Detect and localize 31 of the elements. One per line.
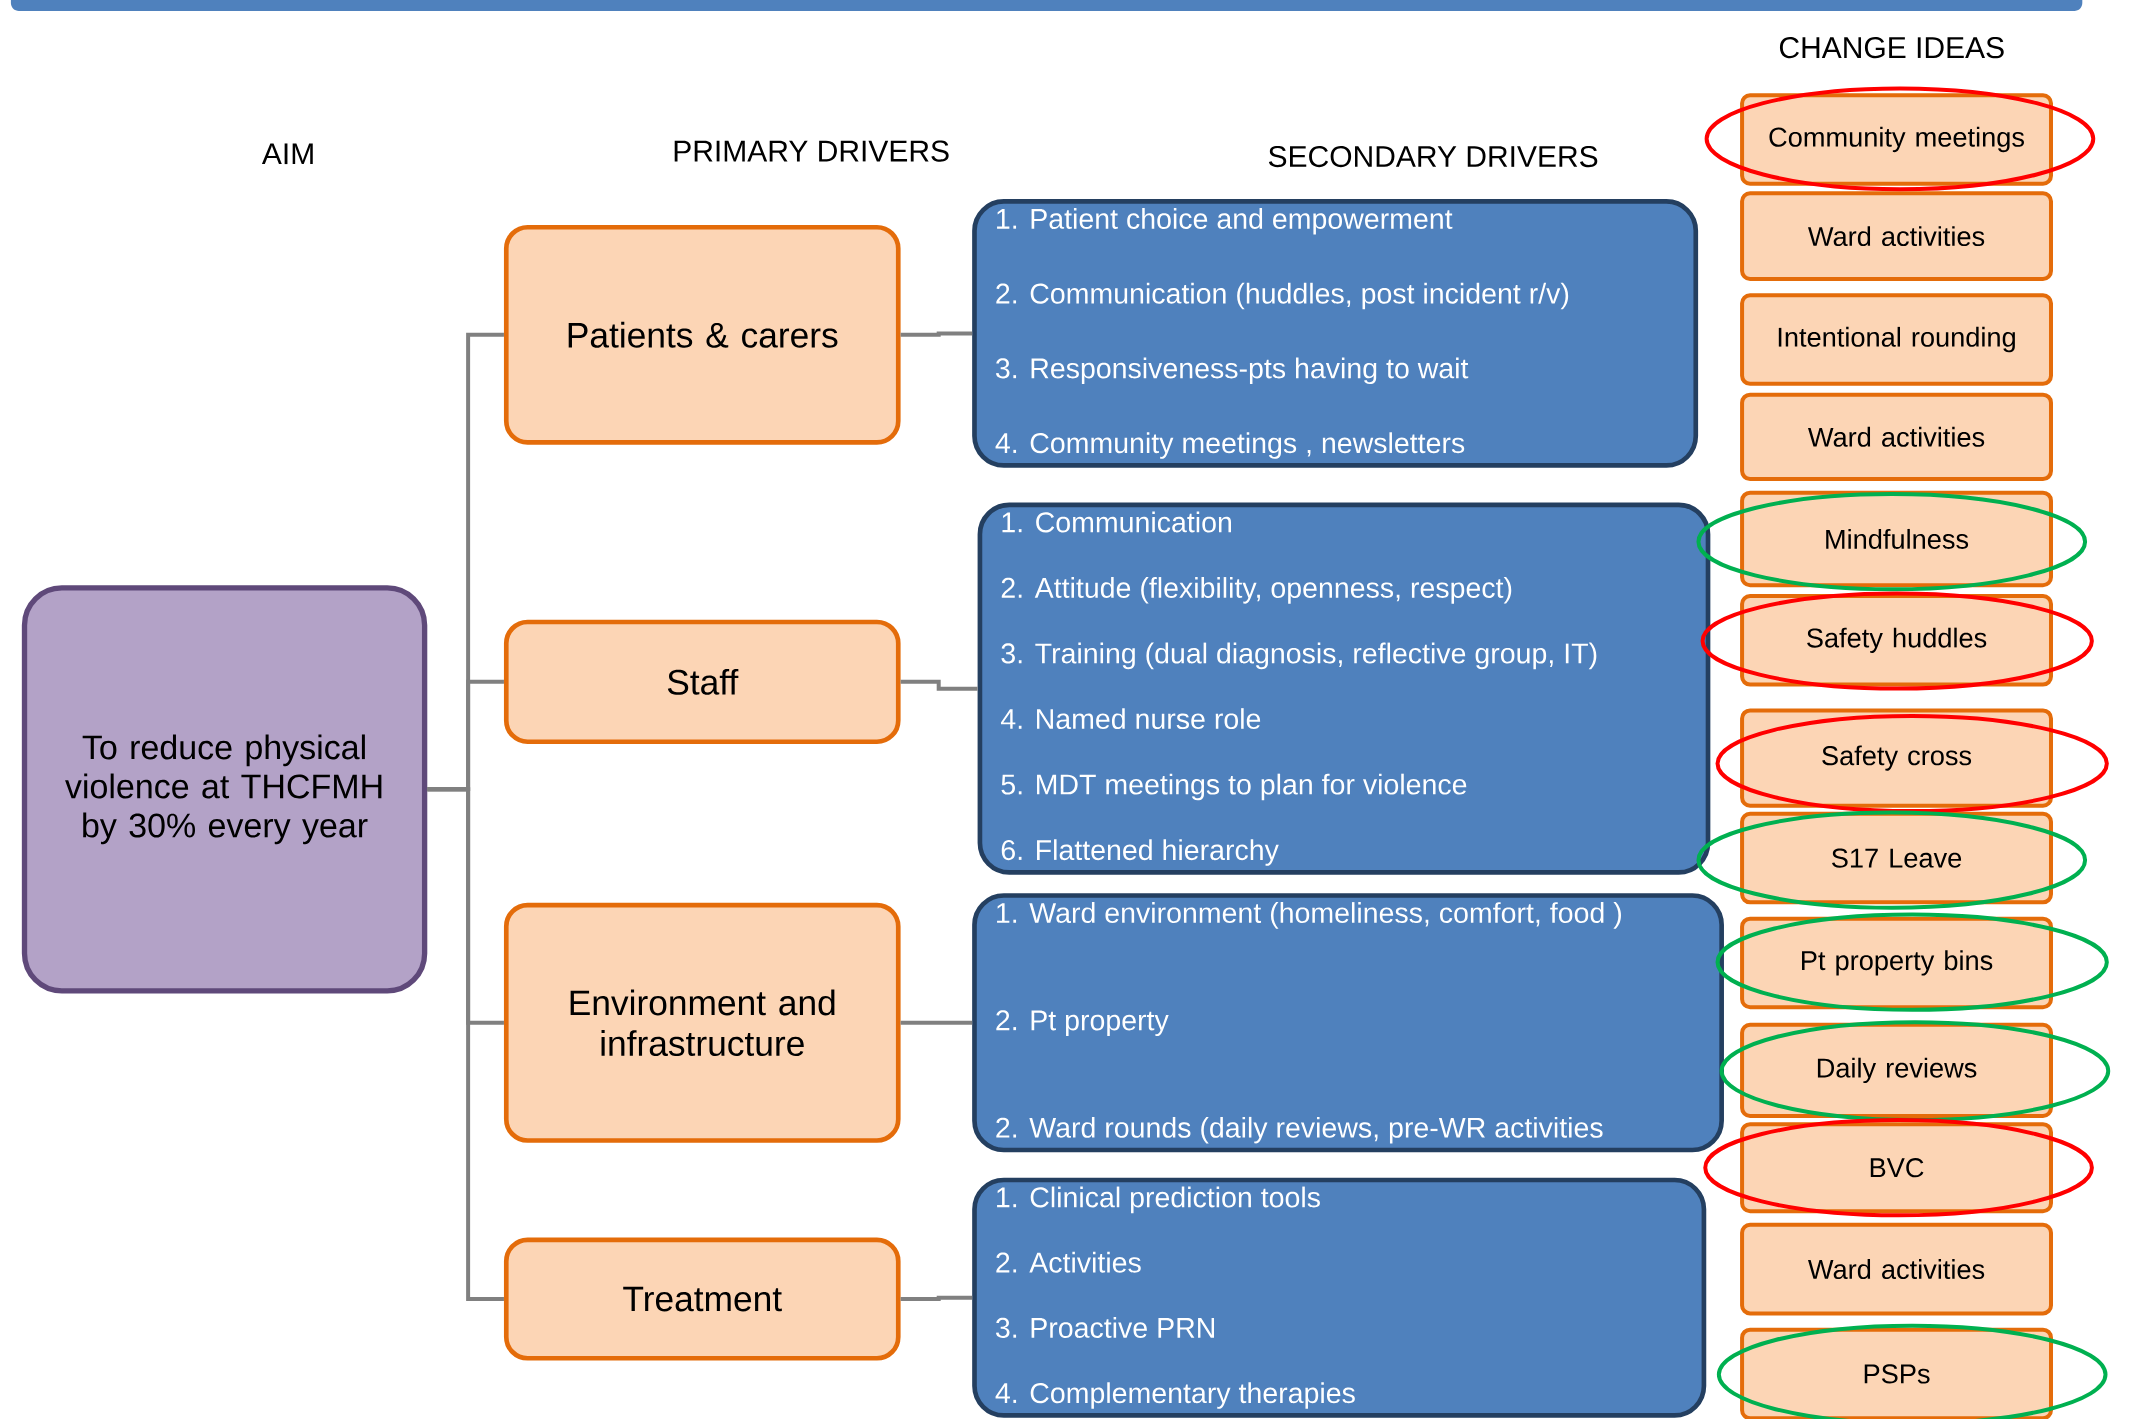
- connector-line: [900, 1295, 973, 1301]
- change-idea-box: Intentional rounding: [1740, 293, 2053, 386]
- primary-driver-box: Treatment: [503, 1237, 901, 1361]
- change-idea-box: Safety huddles: [1740, 593, 2053, 687]
- primary-driver-box: Environment and infrastructure: [503, 902, 901, 1143]
- change-idea-box: Pt property bins: [1740, 916, 2053, 1009]
- change-idea-box: Ward activities: [1740, 392, 2053, 481]
- change-idea-box: PSPs: [1740, 1327, 2053, 1419]
- column-heading: AIM: [261, 143, 313, 164]
- aim-box: To reduce physical violence at THCFMH by 30% every year: [21, 585, 428, 994]
- connector-line: [900, 331, 973, 337]
- change-idea-box: Ward activities: [1740, 1222, 2053, 1316]
- column-heading: PRIMARY DRIVERS: [674, 140, 949, 162]
- secondary-driver-box: 1. Ward environment (homeliness, comfort, food ) 2. Pt property 2. Ward rounds (daily reviews, pre-WR activities: [972, 892, 1724, 1153]
- connector-line: [900, 1020, 973, 1025]
- change-idea-box: Ward activities: [1740, 191, 2053, 281]
- secondary-driver-box: 1. Clinical prediction tools 2. Activities 3. Proactive PRN 4. Complementary therapies: [972, 1177, 1707, 1418]
- change-idea-box: Community meetings: [1740, 93, 2053, 186]
- change-idea-box: Safety cross: [1740, 708, 2053, 808]
- change-idea-box: Mindfulness: [1740, 490, 2053, 587]
- column-heading: SECONDARY DRIVERS: [1268, 145, 1598, 167]
- secondary-driver-box: 1. Communication 2. Attitude (flexibility, openness, respect) 3. Training (dual diagnosis, reflective group, IT) 4. Named nurse role 5. MDT meetings to plan for violence 6. Flattened hierarchy: [977, 502, 1711, 875]
- primary-driver-box: Patients & carers: [503, 224, 901, 445]
- change-idea-box: BVC: [1740, 1121, 2053, 1213]
- connector-line: [427, 787, 504, 1301]
- change-idea-box: S17 Leave: [1740, 811, 2053, 905]
- primary-driver-box: Staff: [503, 619, 901, 744]
- column-heading: CHANGE IDEAS: [1779, 36, 2004, 58]
- change-idea-box: Daily reviews: [1740, 1022, 2053, 1118]
- connector-line: [900, 679, 978, 691]
- secondary-driver-box: 1. Patient choice and empowerment 2. Communication (huddles, post incident r/v) 3. Responsiveness-pts having to wait 4. Community meetings , newsletters: [972, 198, 1699, 468]
